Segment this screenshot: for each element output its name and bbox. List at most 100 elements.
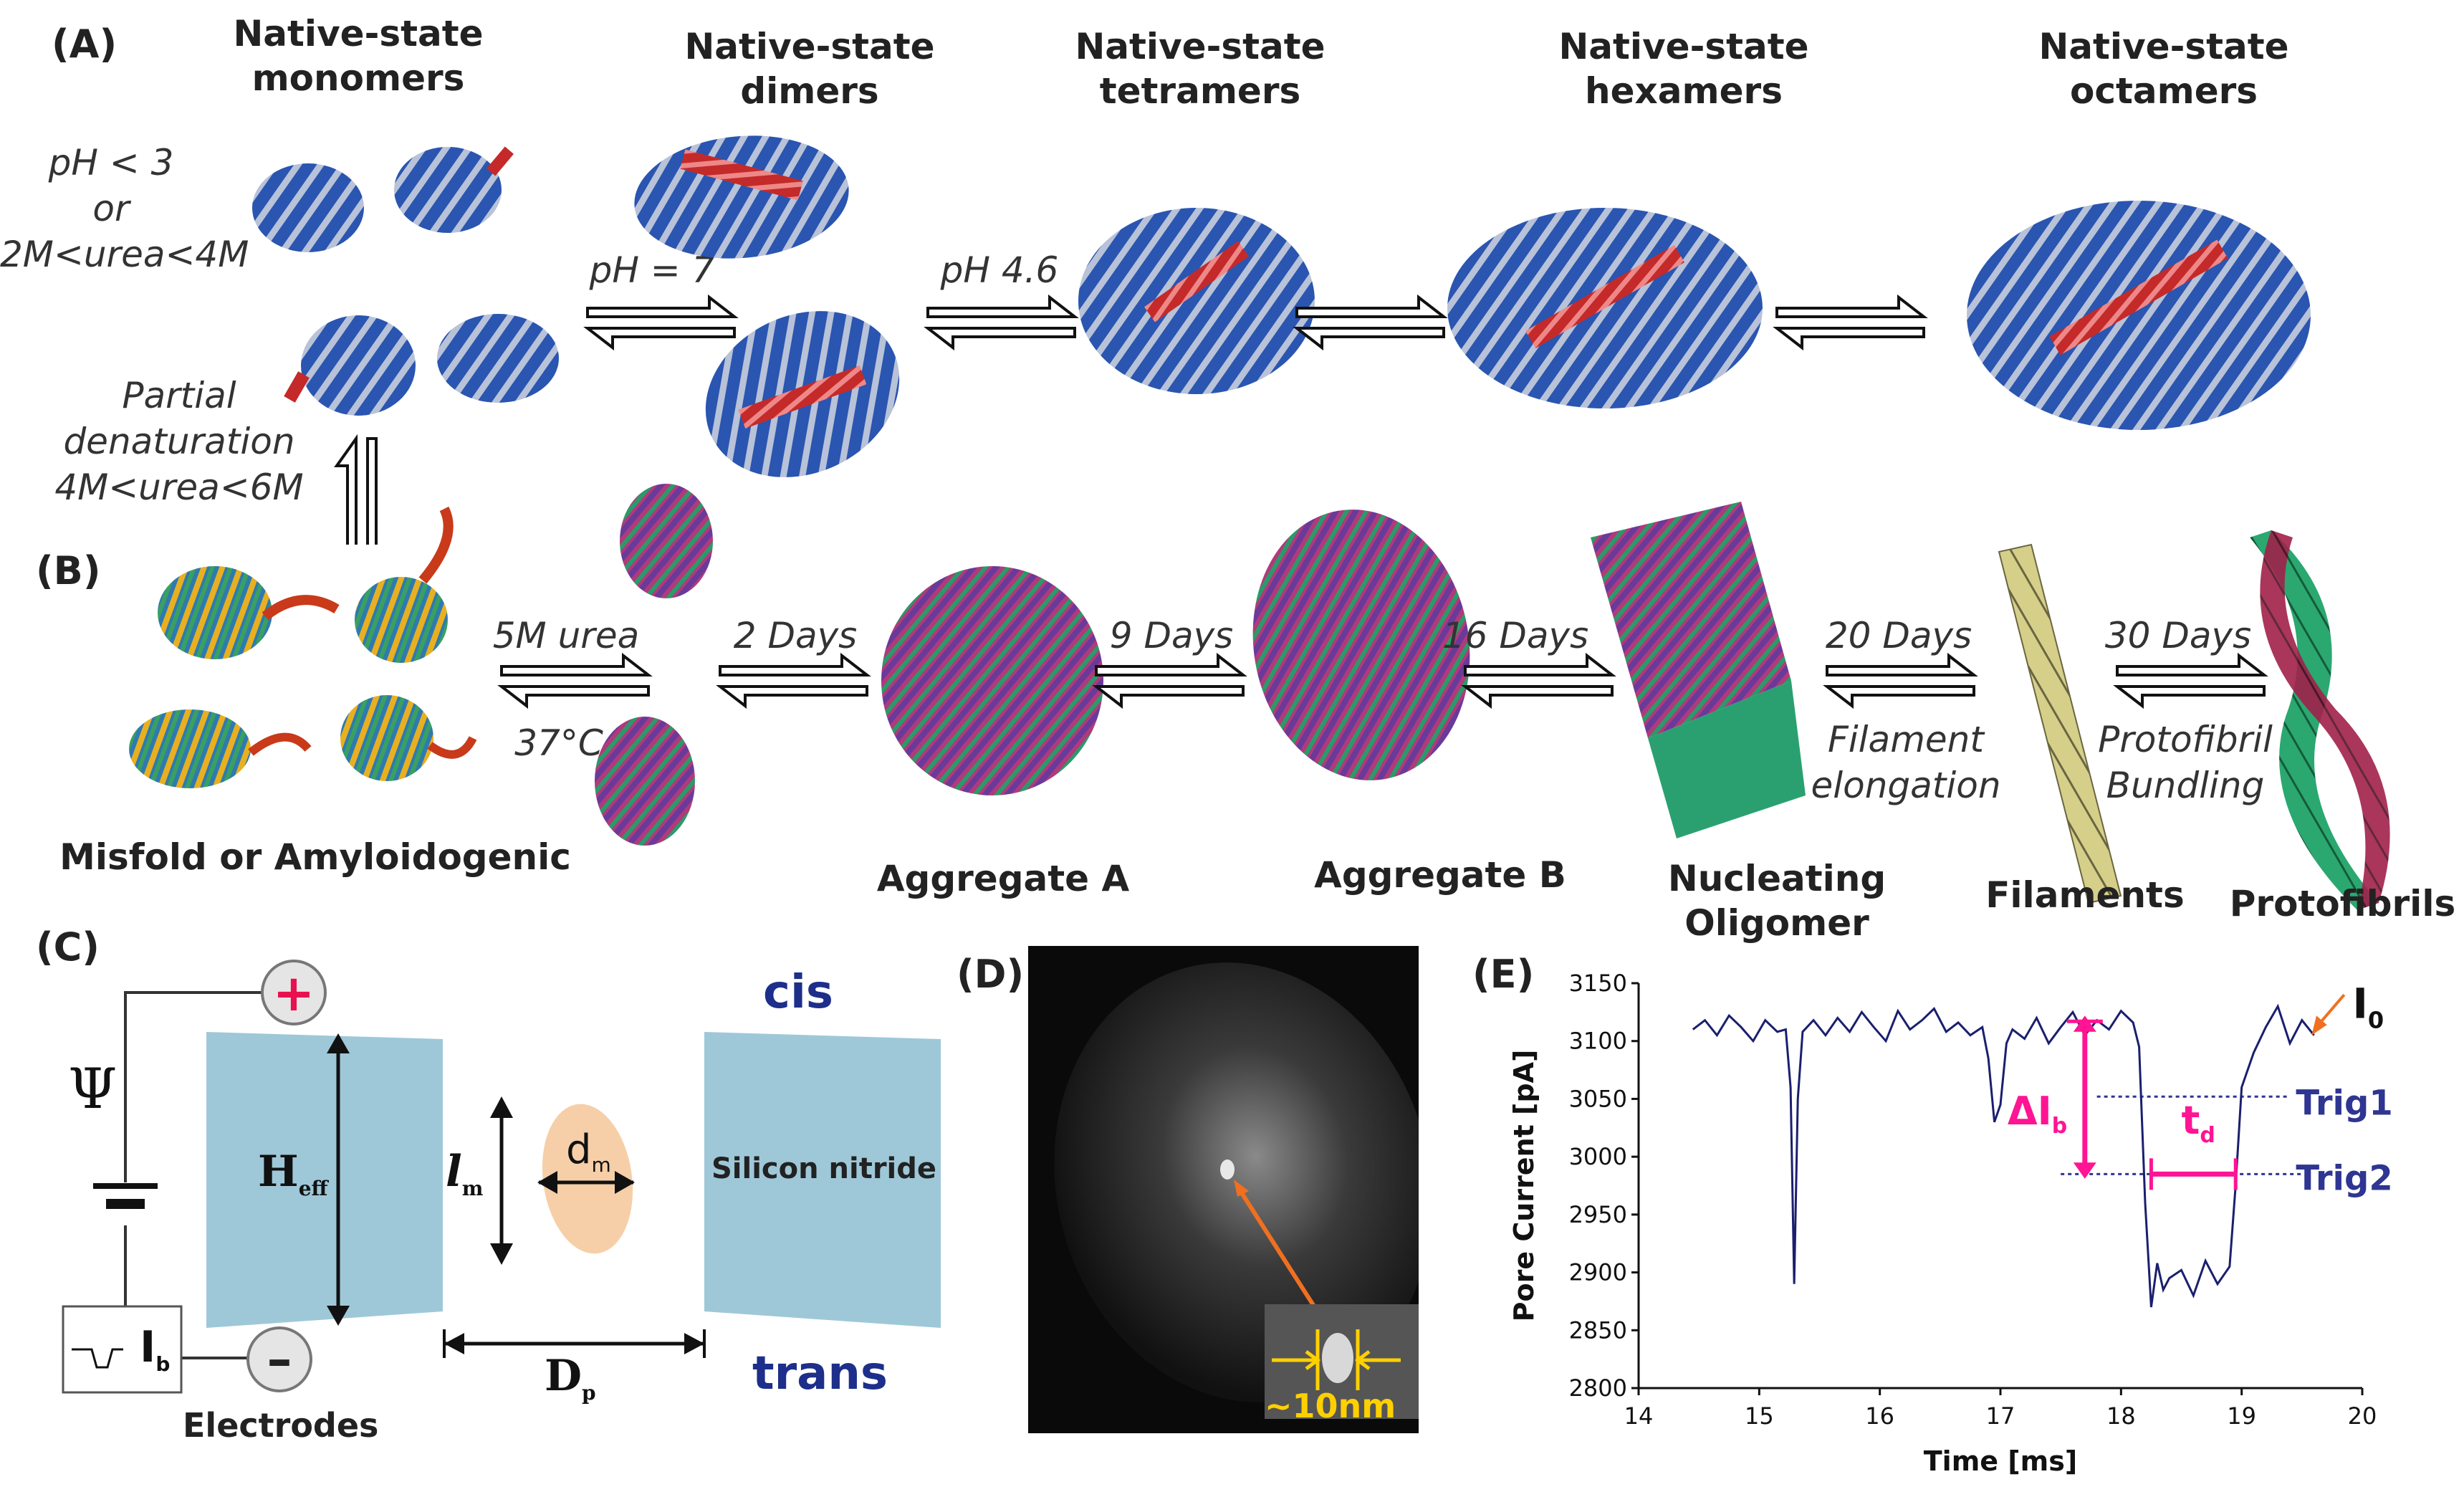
circuit-wire-top (124, 991, 269, 1182)
delta-ib-arrow-head (2073, 1015, 2096, 1032)
x-tick-label: 16 (1865, 1402, 1894, 1430)
equilibrium-arrows-a (334, 294, 1928, 545)
td-main: t (2182, 1098, 2200, 1143)
label-protofibrils: Protofibrils (2229, 883, 2456, 924)
lm-label: lm (446, 1147, 484, 1200)
panel-a-letter: (A) (52, 21, 118, 67)
delta-ib-sub: b (2052, 1114, 2067, 1139)
nucleating-oligomer-structure (1591, 502, 1806, 838)
x-tick-label: 20 (2348, 1402, 2377, 1430)
label-aggregate-b: Aggregate B (1314, 854, 1566, 896)
y-tick-label: 2900 (1569, 1259, 1627, 1286)
psi-symbol: Ψ (68, 1057, 118, 1122)
label-misfold: Misfold or Amyloidogenic (59, 836, 571, 878)
condition-acidic-urea: pH < 3 or 2M<urea<4M (0, 142, 249, 275)
aggregate-a-structure (881, 566, 1103, 795)
step-protofibril-bundling: Protofibril Bundling (2098, 719, 2273, 806)
delta-ib-arrow-head (2073, 1162, 2096, 1179)
step-20-days: 20 Days (1825, 615, 1972, 656)
step-filament-elongation: Filament elongation (1811, 719, 2001, 806)
scale-label: ~10nm (1265, 1387, 1396, 1425)
panel-c-letter: (C) (36, 924, 100, 970)
stage-title-dimers: Native-state dimers (684, 26, 935, 112)
i0-main: I (2352, 979, 2368, 1028)
plus-sign: + (272, 964, 315, 1023)
trig1-label: Trig1 (2296, 1084, 2392, 1124)
step-16-days: 16 Days (1442, 615, 1589, 656)
stage-title-octamers: Native-state octamers (2038, 26, 2289, 112)
protofibril-structure (2250, 530, 2390, 910)
particle (542, 1104, 633, 1254)
step-9-days: 9 Days (1109, 615, 1234, 656)
step-urea-bottom: 37°C (514, 722, 603, 764)
aggregate-b-structure (1252, 510, 1470, 780)
y-tick-label: 2800 (1569, 1374, 1627, 1402)
x-axis-label: Time [ms] (1924, 1445, 2078, 1477)
membrane-right (704, 1032, 941, 1328)
stage-title-tetramers: Native-state tetramers (1075, 26, 1326, 112)
hexamer-structure (1447, 208, 1763, 408)
x-tick-label: 18 (2106, 1402, 2136, 1430)
panel-b-letter: (B) (36, 548, 101, 593)
cis-label: cis (763, 966, 833, 1019)
trig2-label: Trig2 (2296, 1158, 2392, 1198)
particle-spot (1220, 1159, 1235, 1180)
current-trace (1692, 1003, 2315, 1308)
misfold-structures (129, 506, 477, 788)
trans-label: trans (752, 1347, 888, 1400)
label-aggregate-a: Aggregate A (876, 858, 1130, 899)
label-nucleating-oligomer: Nucleating Oligomer (1667, 858, 1887, 944)
filament-structure (1998, 543, 2122, 904)
i0-sub: 0 (2368, 1006, 2384, 1033)
ib-label: Ib (140, 1322, 171, 1376)
dm-arrow (537, 1171, 635, 1194)
x-tick-label: 14 (1624, 1402, 1654, 1430)
delta-ib-label: ΔIb (2008, 1089, 2067, 1139)
dm-label: dm (566, 1127, 611, 1177)
y-tick-label: 3050 (1569, 1085, 1627, 1112)
x-tick-label: 19 (2227, 1402, 2256, 1430)
octamer-structure (1967, 201, 2311, 430)
monomer-structures (252, 146, 559, 416)
pore-glow (1054, 962, 1419, 1402)
stage-title-hexamers: Native-state hexamers (1558, 26, 1809, 112)
panel-a-graphics (252, 135, 2311, 545)
stage-title-monomers: Native-state monomers (233, 13, 484, 99)
x-tick-label: 17 (1986, 1402, 2015, 1430)
condition-partial-denaturation: Partial denaturation 4M<urea<6M (54, 375, 304, 508)
y-axis-label: Pore Current [pA] (1508, 1050, 1540, 1322)
y-tick-label: 3150 (1569, 970, 1627, 997)
x-tick-label: 15 (1745, 1402, 1774, 1430)
silicon-nitride-label: Silicon nitride (711, 1152, 937, 1185)
panel-b-graphics (129, 484, 2390, 910)
i0-arrow-head (2311, 1015, 2327, 1036)
delta-ib-main: ΔI (2008, 1089, 2052, 1134)
tetramer-structure (1078, 208, 1315, 394)
step-urea-top: 5M urea (492, 615, 640, 656)
unfolded-intermediate-structures (595, 484, 713, 846)
i0-label: I0 (2352, 979, 2384, 1033)
step-2-days: 2 Days (733, 615, 858, 656)
equilibrium-arrows-b (497, 652, 2268, 709)
td-sub: d (2200, 1123, 2215, 1148)
nanopore-schematic (62, 960, 941, 1394)
electrodes-label: Electrodes (183, 1406, 379, 1445)
plus-electrode (261, 960, 327, 1025)
label-filaments: Filaments (1985, 874, 2185, 916)
dp-label: Dp (545, 1351, 596, 1405)
membrane-left (206, 1032, 443, 1328)
minus-sign: – (267, 1330, 292, 1389)
td-label: td (2182, 1098, 2215, 1148)
current-pulse-icon (72, 1348, 123, 1369)
y-tick-label: 3000 (1569, 1143, 1627, 1170)
dimer-structures (634, 135, 900, 477)
tem-image (1028, 946, 1419, 1433)
y-tick-label: 2950 (1569, 1201, 1627, 1228)
zoom-arrow (1237, 1188, 1324, 1320)
heff-label: Heff (258, 1147, 328, 1200)
panel-d-letter: (D) (957, 952, 1025, 997)
step-30-days: 30 Days (2104, 615, 2252, 656)
y-tick-label: 3100 (1569, 1028, 1627, 1055)
minus-electrode (246, 1326, 312, 1392)
